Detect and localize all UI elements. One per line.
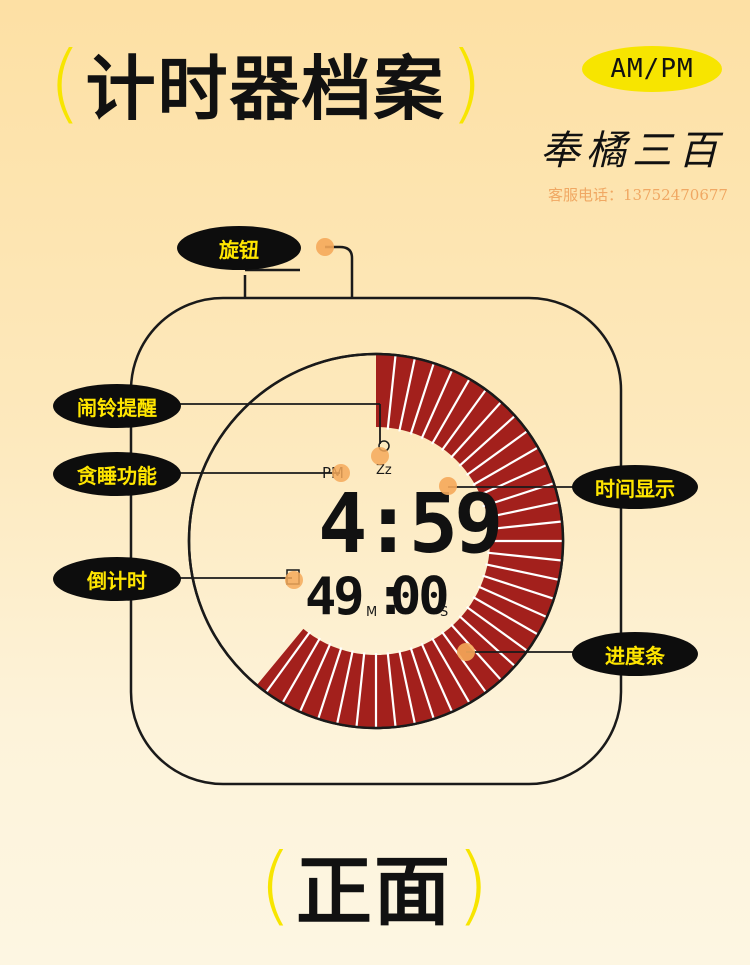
progress-segment	[458, 414, 517, 467]
progress-segment	[398, 356, 417, 432]
countdown-dot	[285, 571, 303, 589]
progress-segment	[458, 615, 517, 668]
footer-paren-open: (	[258, 835, 292, 935]
progress-segment	[335, 650, 354, 726]
progress-segment	[485, 563, 561, 582]
progress-segment	[485, 500, 561, 519]
knob-dot	[316, 238, 334, 256]
progress-segment	[409, 647, 436, 721]
countdown-minutes: 49	[305, 567, 362, 627]
progress-segment	[465, 429, 529, 477]
progress-segment	[440, 388, 488, 452]
callout-time-display: 时间显示	[572, 465, 698, 509]
brand-logo: 奉橘三百	[540, 128, 724, 174]
callout-alarm: 闹铃提醒	[53, 384, 181, 428]
svg-text::: :	[375, 567, 403, 627]
progress-segment	[355, 652, 366, 729]
progress-segment	[431, 377, 471, 445]
device-body	[129, 296, 623, 786]
snooze-symbol: Zz	[376, 463, 392, 478]
knob-bracket	[243, 245, 354, 298]
progress-segment	[281, 637, 321, 705]
progress-segment	[431, 637, 471, 705]
progress-segment	[386, 652, 397, 729]
progress-segment	[386, 353, 397, 430]
countdown-seconds: 00	[390, 567, 447, 627]
callout-snooze: 贪睡功能	[53, 452, 181, 496]
snooze-dot	[332, 464, 350, 482]
footer-label: ( 正面 )	[254, 830, 494, 940]
progress-segment	[420, 368, 454, 440]
seconds-unit: S	[440, 605, 448, 620]
progress-segment	[465, 605, 529, 653]
progress-segment	[472, 446, 540, 486]
time-dot	[439, 477, 457, 495]
progress-fill	[257, 355, 562, 727]
footer-paren-close: )	[456, 835, 490, 935]
progress-segment	[409, 361, 436, 435]
progress-segment	[440, 630, 488, 694]
progress-segment	[487, 551, 564, 562]
progress-segment	[450, 400, 503, 459]
progress-dot	[457, 643, 475, 661]
minutes-unit: M	[366, 605, 377, 620]
ampm-badge: AM/PM	[582, 46, 722, 92]
callout-knob: 旋钮	[177, 226, 301, 270]
title-paren-open: (	[48, 33, 82, 133]
alarm-dot	[371, 447, 389, 465]
progress-segment	[477, 585, 549, 619]
side-label: 正面	[296, 847, 452, 936]
time-display: 4:59	[318, 477, 499, 572]
header-title: ( 计时器档案 )	[48, 28, 483, 138]
progress-segment	[398, 650, 417, 726]
progress-segment	[487, 520, 564, 531]
title-paren-close: )	[449, 33, 484, 133]
page-title: 计时器档案	[85, 47, 446, 130]
progress-segment	[477, 463, 549, 497]
callout-progress: 进度条	[572, 632, 698, 676]
callout-countdown: 倒计时	[53, 557, 181, 601]
progress-segment	[482, 574, 556, 601]
progress-segment	[298, 642, 332, 714]
progress-segment	[264, 630, 312, 694]
progress-segment	[316, 647, 343, 721]
service-phone: 客服电话：13752470677	[548, 186, 728, 204]
progress-segment	[420, 642, 454, 714]
progress-segment	[472, 596, 540, 636]
